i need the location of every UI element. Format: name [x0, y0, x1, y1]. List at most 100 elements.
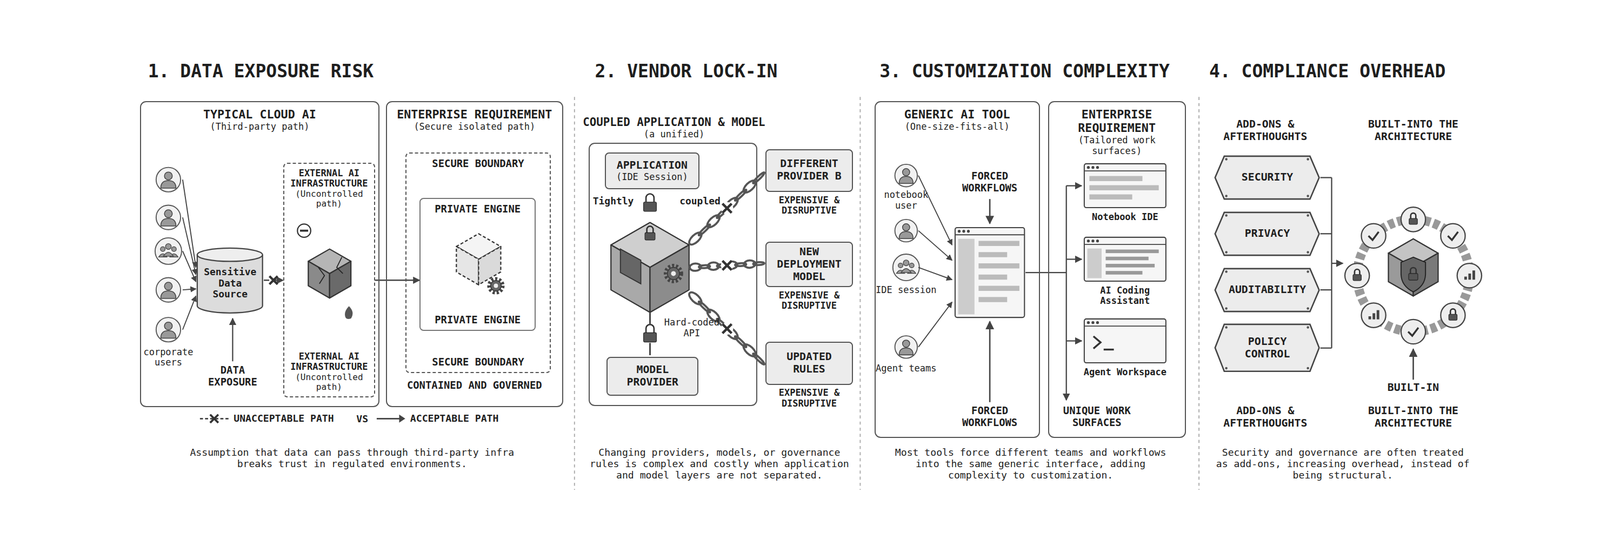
caption: Changing providers, models, or governanc… — [587, 447, 851, 482]
bracket-arrow — [1331, 262, 1344, 264]
cube-face — [650, 244, 690, 313]
chart-glyph — [1464, 276, 1468, 280]
bolt — [1225, 250, 1229, 254]
user-label: notebook user — [875, 189, 937, 211]
hexagon-outline — [1215, 324, 1320, 372]
chart-glyph — [1376, 310, 1380, 320]
window-dot — [1091, 239, 1095, 243]
process-box: MODEL PROVIDER — [606, 356, 699, 396]
node-text: EXPENSIVE & DISRUPTIVE — [765, 387, 853, 409]
chain-link — [741, 178, 758, 195]
column-label: BUILT-INTO THE ARCHITECTURE — [1357, 404, 1470, 430]
node-title: MODEL PROVIDER — [611, 363, 694, 389]
user-ring — [156, 277, 181, 302]
node-title: NEW DEPLOYMENT MODEL — [770, 245, 848, 283]
x-mark — [269, 276, 278, 285]
code-line — [1105, 249, 1159, 254]
fan-arrow — [1066, 340, 1082, 342]
fan-arrow — [1066, 258, 1082, 260]
lock-shackle — [1410, 212, 1417, 219]
user-ring — [895, 219, 918, 243]
generic-window — [955, 227, 1025, 318]
window-dot — [962, 229, 965, 233]
node-text: EXTERNAL AI INFRASTRUCTURE — [288, 351, 370, 373]
check-glyph — [1368, 231, 1379, 240]
lock-shackle — [1354, 269, 1360, 275]
user-head — [160, 246, 166, 252]
user-ring — [895, 335, 918, 359]
lock-body — [1408, 273, 1418, 280]
window-shape — [1083, 317, 1168, 364]
x-mark — [722, 260, 732, 270]
window-caption: Agent Workspace — [1083, 363, 1168, 378]
hook-line — [649, 342, 651, 356]
user-head — [909, 263, 915, 269]
window-bar — [955, 234, 1025, 236]
user-head — [165, 243, 172, 250]
check-glyph — [1408, 327, 1419, 336]
user-head — [171, 246, 177, 252]
lock-shackle — [1410, 267, 1417, 274]
node-text: (Tailored work surfaces) — [1054, 135, 1180, 157]
text-group: SECURE BOUNDARY — [406, 351, 550, 372]
no-entry-bar — [300, 229, 309, 232]
window-shape — [1083, 162, 1168, 209]
node-title: Sensitive Data Source — [199, 266, 261, 300]
break-patch — [721, 258, 734, 272]
panel-frame: GENERIC AI TOOL(One-size-fits-all) — [874, 101, 1040, 438]
text-group: PRIVACY — [1214, 224, 1320, 243]
node-title: POLICY CONTROL — [1225, 335, 1310, 361]
lock-body — [644, 232, 656, 240]
illustration — [155, 96, 1482, 490]
content-bar — [978, 296, 1008, 302]
panel-frame: ENTERPRISE REQUIREMENT(Secure isolated p… — [385, 101, 564, 408]
code-line — [1105, 263, 1155, 268]
content-bar — [978, 285, 1020, 291]
lock-body — [1448, 314, 1457, 320]
lock-shackle — [645, 193, 655, 202]
window-bar — [1084, 325, 1166, 327]
swatch-line — [376, 417, 400, 420]
swatch-x — [210, 414, 219, 423]
node-title: EXTERNAL AI INFRASTRUCTURE — [288, 168, 370, 190]
bolt — [1225, 270, 1229, 273]
node-text: (a unified) — [569, 129, 779, 140]
option-box-note: EXPENSIVE & DISRUPTIVE — [765, 384, 853, 410]
user-head — [902, 168, 910, 176]
chain-link — [734, 335, 748, 349]
chart-glyph — [1468, 273, 1471, 280]
user-head — [164, 171, 172, 180]
node-title: TYPICAL CLOUD AI — [145, 108, 374, 122]
x-mark — [722, 323, 732, 333]
window-dot — [1096, 165, 1099, 169]
window-area — [1083, 317, 1168, 364]
window-bar — [1084, 170, 1166, 172]
caption: Most tools force different teams and wor… — [891, 447, 1170, 482]
window-dot — [1096, 321, 1099, 324]
legend-separator: VS — [351, 413, 373, 425]
built-in-icon — [1440, 223, 1465, 249]
code-line — [1105, 256, 1149, 261]
user-label: IDE session — [875, 284, 937, 296]
hexagon-outline — [1215, 212, 1320, 256]
bracket-stub — [1320, 347, 1332, 349]
prompt-cursor — [1103, 348, 1115, 351]
gear-teeth — [665, 265, 682, 282]
window-caption: AI Coding Assistant — [1083, 282, 1168, 307]
built-in-icon — [1401, 207, 1426, 232]
exposure-arrow — [231, 318, 233, 362]
forced-arrow — [989, 198, 991, 224]
window-caption: Notebook IDE — [1083, 208, 1168, 223]
lock-body — [643, 332, 657, 342]
chart-glyph — [1368, 316, 1372, 320]
window-bar — [1084, 243, 1166, 245]
window-dot — [967, 229, 970, 233]
user-ring — [156, 317, 181, 342]
forced-arrow — [989, 321, 991, 403]
text-group: EXTERNAL AI INFRASTRUCTURE(Uncontrolled … — [284, 347, 375, 397]
node-title: SECURE BOUNDARY — [410, 157, 546, 170]
node-text: (One-size-fits-all) — [880, 121, 1034, 133]
panel-frame: COUPLED APPLICATION & MODEL(a unified)AP… — [588, 142, 757, 406]
user-body — [898, 231, 913, 239]
chain-link — [751, 352, 765, 366]
